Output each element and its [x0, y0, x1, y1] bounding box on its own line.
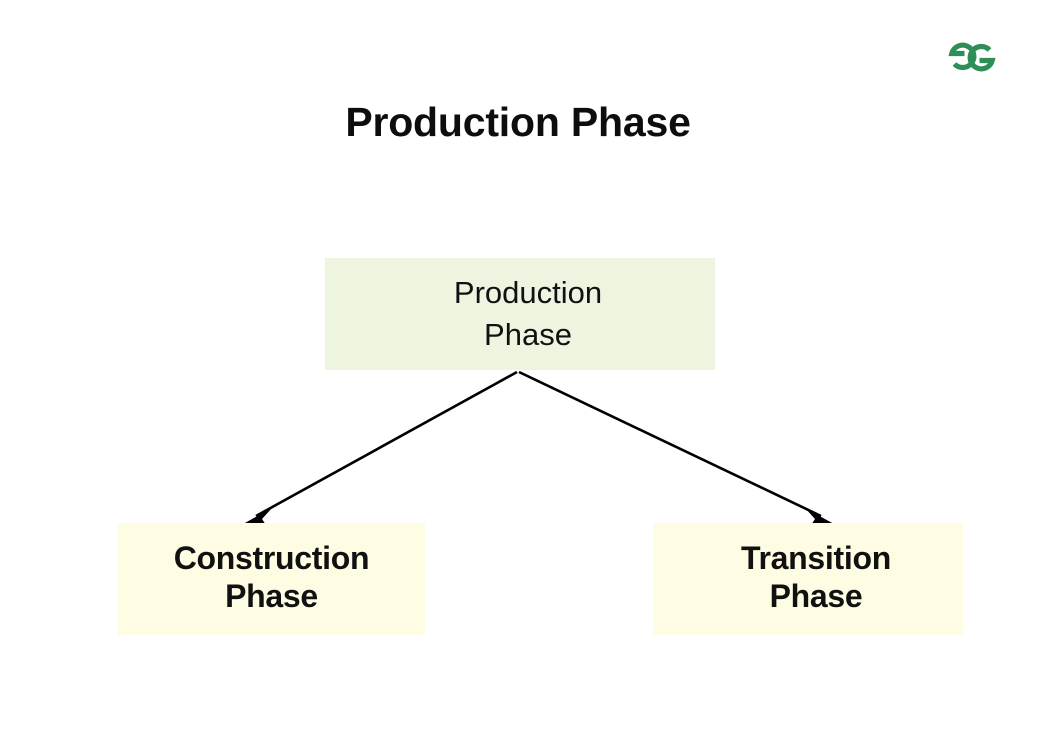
node-production-phase[interactable]: Production Phase: [325, 258, 715, 370]
node-transition-phase-label: Transition Phase: [741, 539, 891, 615]
geeksforgeeks-logo: [936, 36, 1008, 78]
page-title: Production Phase: [345, 99, 691, 145]
node-transition-phase-line2: Phase: [769, 578, 863, 614]
node-production-phase-line2: Phase: [484, 317, 572, 352]
node-construction-phase-label: Construction Phase: [174, 539, 370, 615]
node-transition-phase-line1: Transition: [741, 540, 891, 576]
node-construction-phase-line1: Construction: [173, 540, 370, 576]
edge-production-construction: [243, 370, 518, 528]
node-construction-phase-line2: Phase: [225, 578, 318, 614]
node-construction-phase[interactable]: Construction Phase: [118, 523, 425, 635]
edge-production-transition: [518, 370, 834, 528]
node-production-phase-line1: Production: [453, 275, 603, 310]
node-transition-phase[interactable]: Transition Phase: [653, 523, 963, 635]
node-production-phase-label: Production Phase: [454, 272, 602, 356]
